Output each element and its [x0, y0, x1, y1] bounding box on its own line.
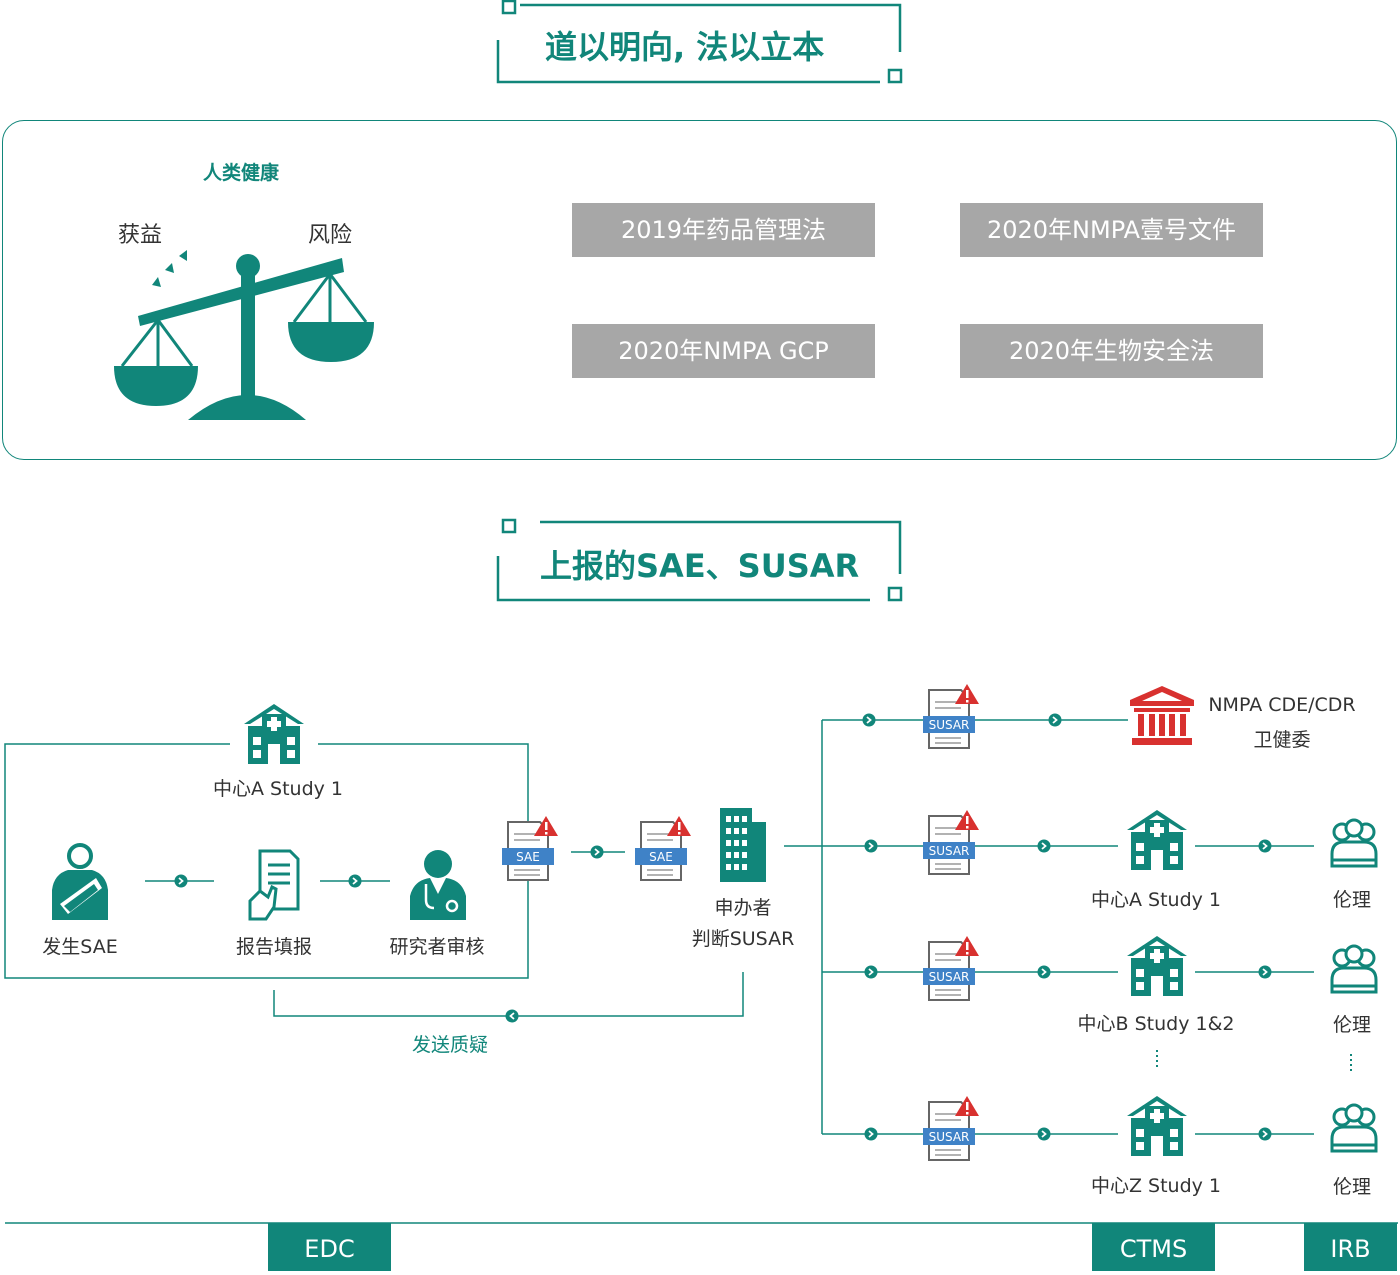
law-box-drug-admin: 2019年药品管理法 — [572, 203, 875, 257]
law-box-biosecurity: 2020年生物安全法 — [960, 324, 1263, 378]
government-building-icon — [1130, 686, 1194, 745]
hospital-icon-site-b — [1127, 936, 1187, 996]
ethics-group-icon-2 — [1330, 944, 1378, 994]
center-a-label: 中心A Study 1 — [212, 778, 344, 800]
law-box-nmpa-gcp: 2020年NMPA GCP — [572, 324, 875, 378]
susar-document-icon-2 — [923, 810, 979, 875]
title-frame-2 — [496, 518, 903, 602]
report-fill-label: 报告填报 — [235, 936, 312, 958]
sponsor-building-icon — [720, 808, 766, 882]
ethics-group-icon-1 — [1330, 818, 1378, 868]
authority-label-line2: 卫健委 — [1253, 729, 1311, 751]
section-title-1: 道以明向, 法以立本 — [545, 28, 825, 66]
occur-sae-label: 发生SAE — [42, 936, 118, 958]
doctor-icon — [410, 850, 466, 920]
scale-top-label: 人类健康 — [203, 162, 280, 184]
sae-tag-2: SAE — [649, 850, 673, 864]
site-label-b: 中心B Study 1&2 — [1077, 1013, 1235, 1035]
ethics-label-2: 伦理 — [1332, 1014, 1371, 1036]
ethics-label-1: 伦理 — [1332, 889, 1371, 911]
site-label-a: 中心A Study 1 — [1090, 889, 1222, 911]
authority-label-line1: NMPA CDE/CDR — [1208, 694, 1356, 716]
law-box-nmpa-no1: 2020年NMPA壹号文件 — [960, 203, 1263, 257]
balance-scale-icon — [114, 250, 374, 420]
susar-tag-1: SUSAR — [928, 718, 970, 732]
scale-right-label: 风险 — [308, 223, 353, 248]
susar-document-icon-4 — [923, 1096, 979, 1161]
hospital-icon-center-a — [244, 704, 304, 764]
system-tab-edc: EDC — [268, 1223, 391, 1271]
sae-tag-1: SAE — [516, 850, 540, 864]
law-panel — [2, 120, 1397, 460]
send-query-label: 发送质疑 — [412, 1034, 489, 1056]
sponsor-label-line2: 判断SUSAR — [691, 928, 795, 950]
sae-document-icon — [502, 816, 558, 881]
investigator-review-label: 研究者审核 — [389, 936, 485, 958]
system-tab-ctms: CTMS — [1092, 1223, 1215, 1271]
susar-tag-3: SUSAR — [928, 970, 970, 984]
susar-document-icon-1 — [923, 684, 979, 749]
susar-document-icon-3 — [923, 936, 979, 1001]
report-form-icon — [248, 849, 300, 921]
ethics-group-icon-3 — [1330, 1103, 1378, 1153]
site-label-z: 中心Z Study 1 — [1090, 1175, 1222, 1197]
susar-tag-2: SUSAR — [928, 844, 970, 858]
sae-document-icon-sponsor — [635, 816, 691, 881]
ethics-label-3: 伦理 — [1332, 1176, 1371, 1198]
susar-tag-4: SUSAR — [928, 1130, 970, 1144]
section-title-2: 上报的SAE、SUSAR — [540, 547, 860, 585]
hospital-icon-site-z — [1127, 1096, 1187, 1156]
hospital-icon-site-a — [1127, 810, 1187, 870]
scale-left-label: 获益 — [118, 223, 163, 248]
patient-icon — [52, 843, 108, 920]
sponsor-label-line1: 申办者 — [714, 897, 772, 919]
system-tab-irb: IRB — [1304, 1223, 1397, 1271]
title-frame-1 — [496, 0, 903, 84]
